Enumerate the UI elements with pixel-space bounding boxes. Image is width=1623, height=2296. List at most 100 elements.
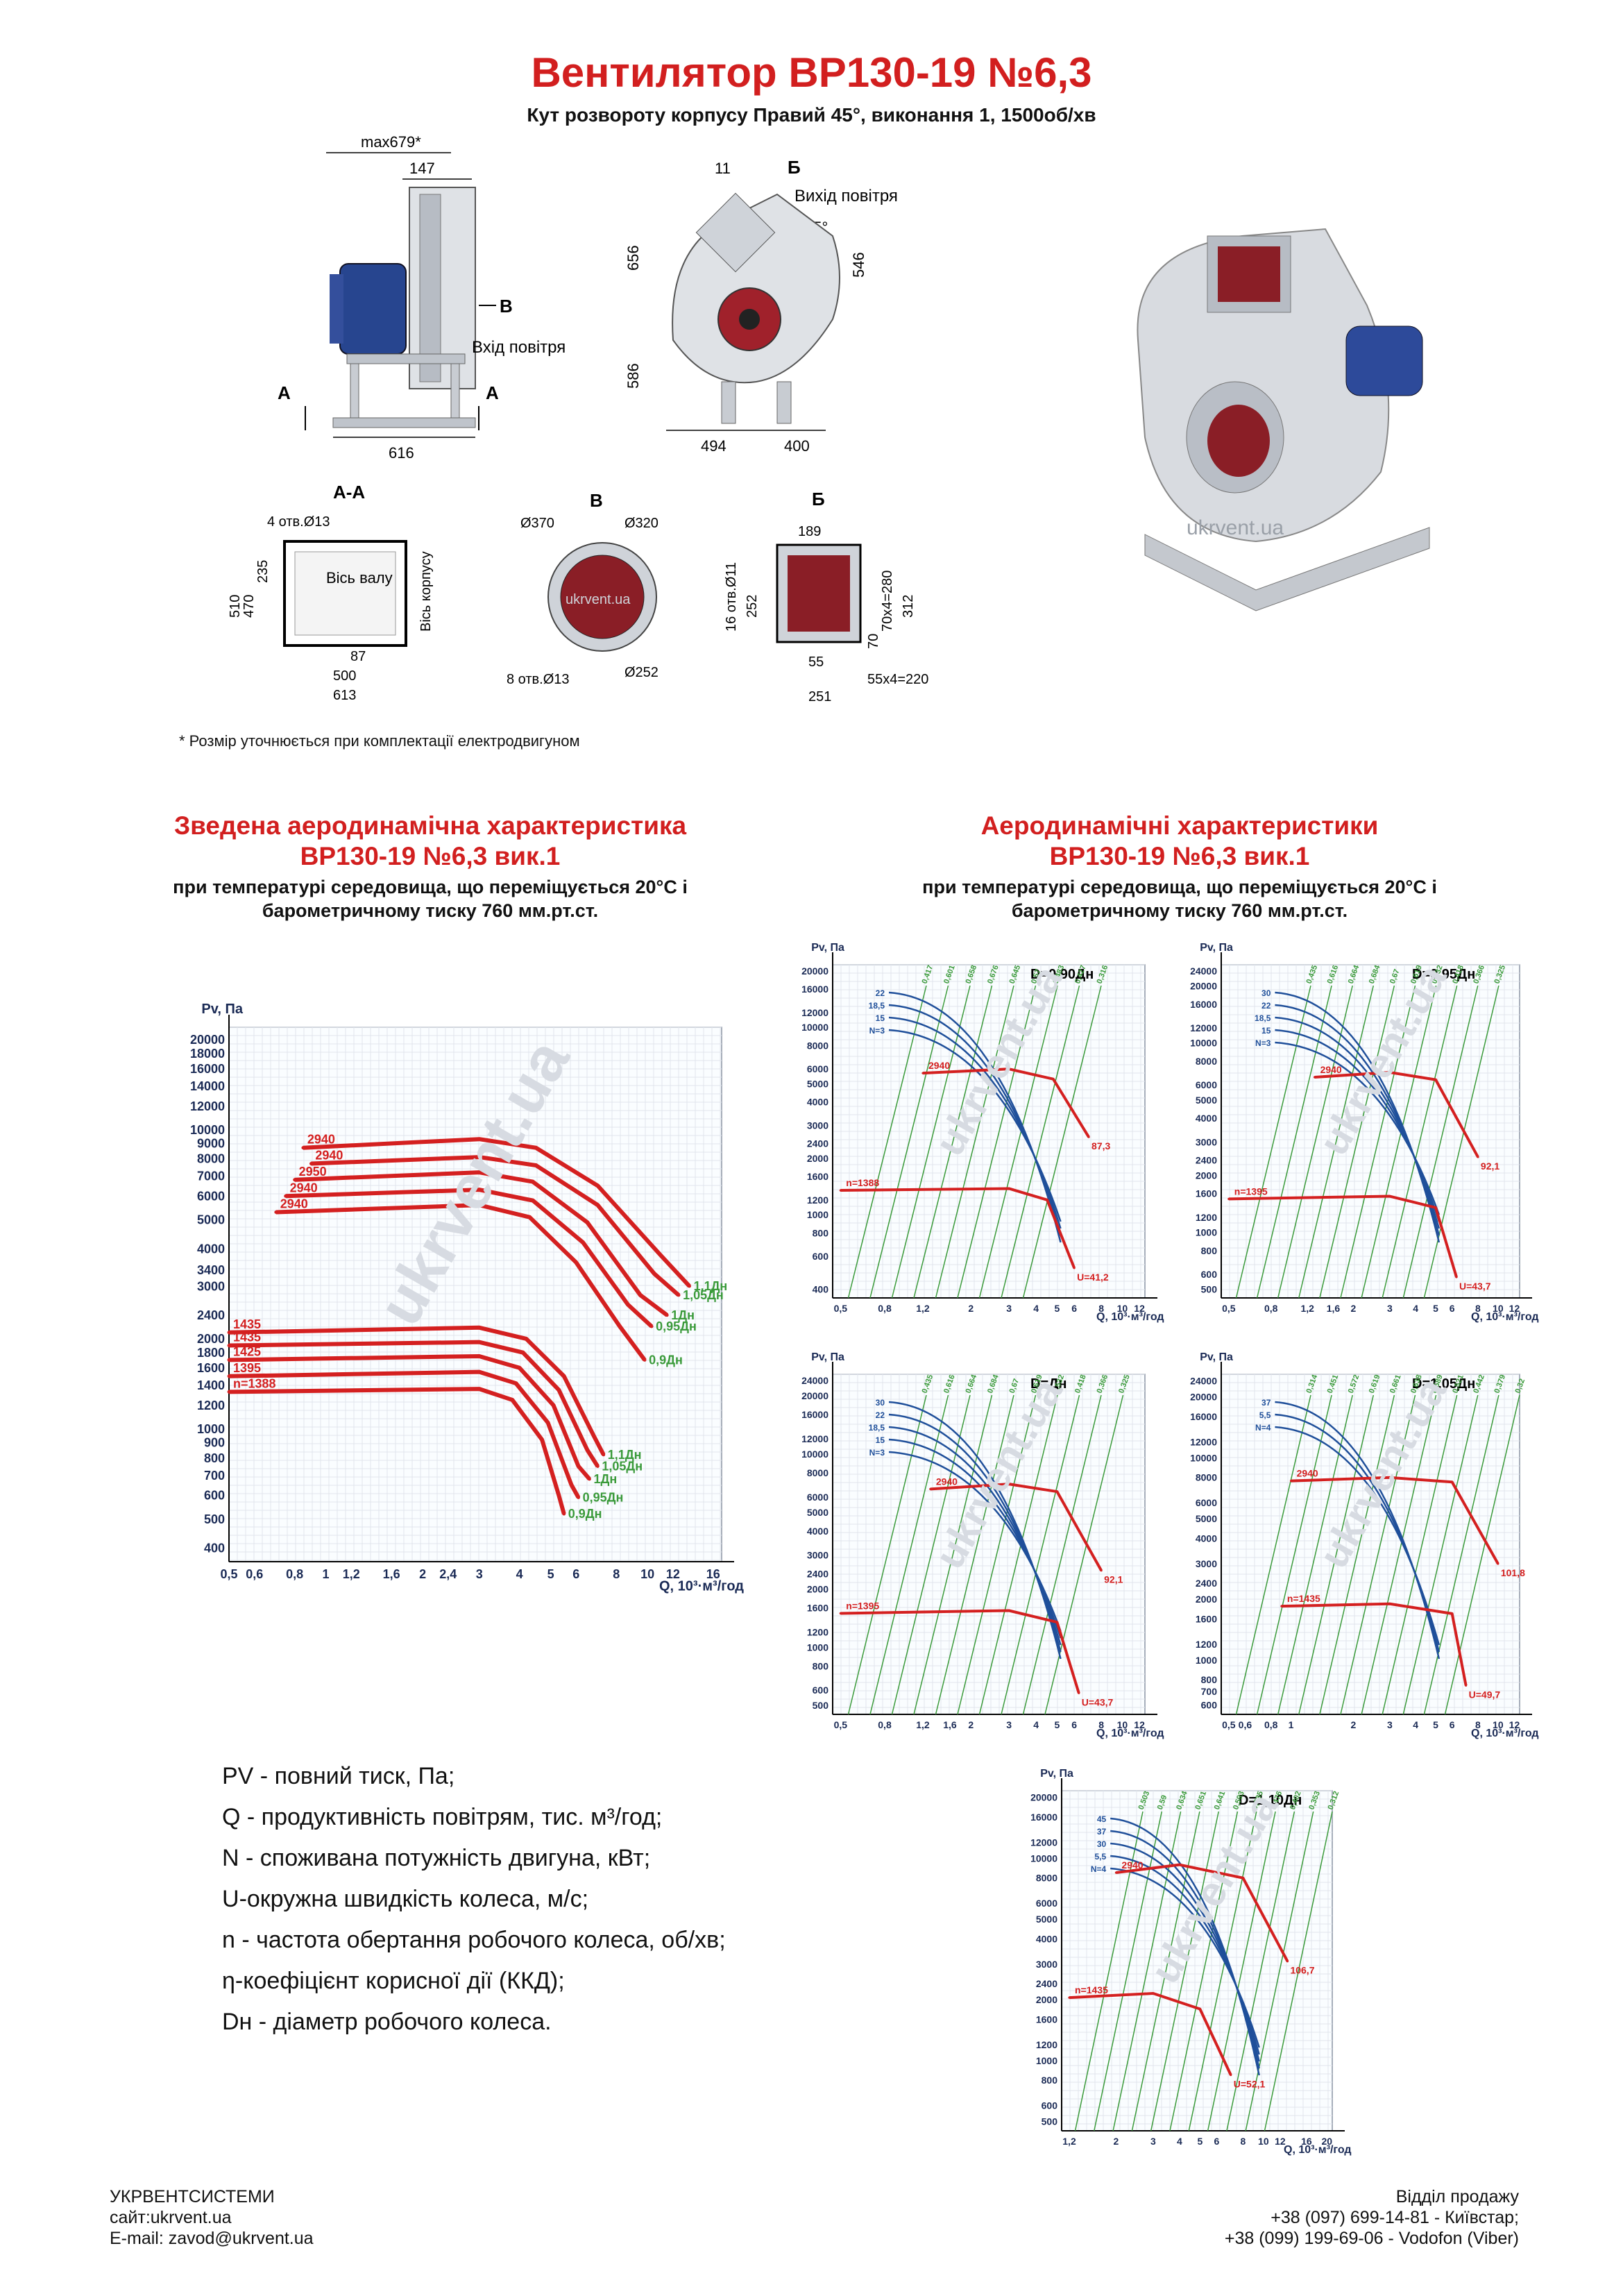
side-view-drawing: max679* 147 В Вхід повітря А А 616 xyxy=(278,133,566,462)
phone-vodafone[interactable]: +38 (099) 199-69-06 - Vodofon (Viber) xyxy=(1224,2229,1519,2248)
housing-axis-label: Вісь корпусу xyxy=(418,551,434,632)
efficiency-line xyxy=(1298,1394,1375,1715)
chart-title: D=1,05Дн xyxy=(1412,1376,1475,1392)
y-tick-label: 1200 xyxy=(1196,1639,1217,1650)
page-title: Вентилятор ВР130-19 №6,3 xyxy=(531,49,1092,96)
diameter-label: 1,05Дн xyxy=(683,1288,724,1302)
speed-end-label: U=52,1 xyxy=(1234,2078,1266,2089)
x-tick-label: 0,5 xyxy=(834,1719,848,1730)
series-line xyxy=(930,1483,1103,1571)
power-label: 22 xyxy=(876,1410,885,1420)
company-site[interactable]: сайт:ukrvent.ua xyxy=(110,2208,232,2227)
data-point xyxy=(562,1512,566,1516)
rpm-label: 2940 xyxy=(280,1197,308,1210)
efficiency-line xyxy=(1361,985,1437,1299)
efficiency-line xyxy=(978,985,1058,1299)
summary-conditions-line1: при температурі середовища, що переміщує… xyxy=(173,877,688,897)
diameter-label: 0,95Дн xyxy=(583,1491,624,1505)
symbols-legend: PV - повний тиск, Па; Q - продуктивність… xyxy=(222,1756,847,2043)
dim-586: 586 xyxy=(624,363,642,389)
y-tick-label: 2000 xyxy=(807,1153,829,1164)
x-tick-label: 5 xyxy=(547,1567,554,1581)
data-point xyxy=(595,1203,600,1207)
x-tick-label: 4 xyxy=(1033,1303,1039,1314)
power-label: 15 xyxy=(876,1013,885,1023)
efficiency-line xyxy=(891,985,971,1299)
y-tick-label: 1000 xyxy=(1196,1655,1217,1666)
data-point xyxy=(477,1387,482,1391)
data-point xyxy=(531,1180,535,1183)
efficiency-end-label: 92,1 xyxy=(1481,1160,1499,1172)
y-tick-label: 12000 xyxy=(801,1433,829,1444)
data-point xyxy=(1073,1267,1076,1269)
efficiency-line xyxy=(1022,1394,1102,1715)
power-curve xyxy=(888,1451,1062,1632)
x-tick-label: 8 xyxy=(1475,1719,1481,1730)
series-line xyxy=(1291,1476,1499,1564)
data-point xyxy=(1052,1078,1055,1081)
x-tick-label: 3 xyxy=(1150,2136,1156,2147)
data-point xyxy=(581,1240,585,1244)
rpm-label: 2940 xyxy=(1121,1859,1143,1871)
y-tick-label: 2400 xyxy=(1196,1155,1217,1166)
section-v-title: В xyxy=(590,490,603,511)
x-tick-label: 2 xyxy=(1350,1719,1356,1730)
y-tick-label: 20000 xyxy=(1030,1792,1057,1803)
x-tick-label: 0,5 xyxy=(1222,1303,1236,1314)
section-aa-title: А-А xyxy=(333,482,365,503)
data-point xyxy=(638,1293,643,1297)
y-tick-label: 1000 xyxy=(197,1422,225,1436)
x-tick-label: 0,5 xyxy=(220,1567,237,1581)
y-tick-label: 700 xyxy=(204,1469,225,1483)
chart-title: D=0,90Дн xyxy=(1030,967,1094,982)
x-tick-label: 12 xyxy=(1134,1303,1145,1314)
series-line xyxy=(303,1137,691,1288)
y-tick-label: 2000 xyxy=(1196,1594,1217,1605)
dim-16-holes-11: 16 отв.Ø11 xyxy=(724,562,739,632)
plot-area xyxy=(228,1027,722,1562)
efficiency-line xyxy=(1340,985,1416,1299)
x-axis-label: Q, 10³·м³/год xyxy=(1471,1311,1539,1323)
x-tick-label: 10 xyxy=(1117,1303,1128,1314)
series-line xyxy=(1314,1071,1479,1158)
rpm-label: 1435 xyxy=(233,1331,261,1344)
x-tick-label: 5 xyxy=(1055,1719,1060,1730)
x-tick-label: 0,8 xyxy=(878,1719,892,1730)
x-axis-label: Q, 10³·м³/год xyxy=(1471,1728,1539,1739)
company-email[interactable]: E-mail: zavod@ukrvent.ua xyxy=(110,2229,314,2248)
data-point xyxy=(626,1303,630,1307)
rpm-label: n=1388 xyxy=(233,1376,276,1390)
x-tick-label: 4 xyxy=(1413,1719,1418,1730)
x-tick-label: 4 xyxy=(1177,2136,1182,2147)
power-label: N=4 xyxy=(1091,1864,1107,1874)
y-tick-label: 1200 xyxy=(197,1399,225,1412)
y-tick-label: 8000 xyxy=(197,1152,225,1166)
y-tick-label: 1800 xyxy=(197,1346,225,1360)
efficiency-end-label: 92,1 xyxy=(1104,1574,1123,1585)
motor-side xyxy=(339,263,407,355)
efficiency-line xyxy=(1382,985,1458,1299)
efficiency-line xyxy=(1361,1394,1437,1715)
diameter-label: 0,9Дн xyxy=(649,1353,683,1367)
phone-kyivstar[interactable]: +38 (097) 699-14-81 - Київстар; xyxy=(1271,2208,1519,2227)
y-tick-label: 600 xyxy=(1201,1269,1218,1280)
power-label: 30 xyxy=(1261,988,1271,998)
x-tick-label: 1,2 xyxy=(916,1303,930,1314)
diameter-label: 1,05Дн xyxy=(602,1460,643,1474)
rpm-label: 2940 xyxy=(315,1149,343,1163)
y-tick-label: 3000 xyxy=(1196,1558,1217,1569)
y-tick-label: 8000 xyxy=(1196,1472,1217,1483)
rpm-label: n=1435 xyxy=(1287,1593,1320,1604)
x-tick-label: 1,6 xyxy=(943,1719,957,1730)
data-point xyxy=(1227,1197,1230,1201)
legend-q: Q - продуктивність повітрям, тис. м³/год… xyxy=(222,1804,663,1830)
front-view-drawing: 11 Б Вихід повітря 45° 656 546 586 494 4… xyxy=(624,157,898,455)
efficiency-line xyxy=(913,1394,993,1715)
footer-right: Відділ продажу +38 (097) 699-14-81 - Киї… xyxy=(1225,2186,1519,2249)
y-tick-label: 2400 xyxy=(1036,1978,1057,1989)
rpm-label: 2940 xyxy=(936,1476,958,1487)
data-point xyxy=(1100,1569,1103,1572)
data-point xyxy=(284,1194,288,1198)
x-tick-label: 1,2 xyxy=(916,1719,930,1730)
data-point xyxy=(595,1183,600,1188)
